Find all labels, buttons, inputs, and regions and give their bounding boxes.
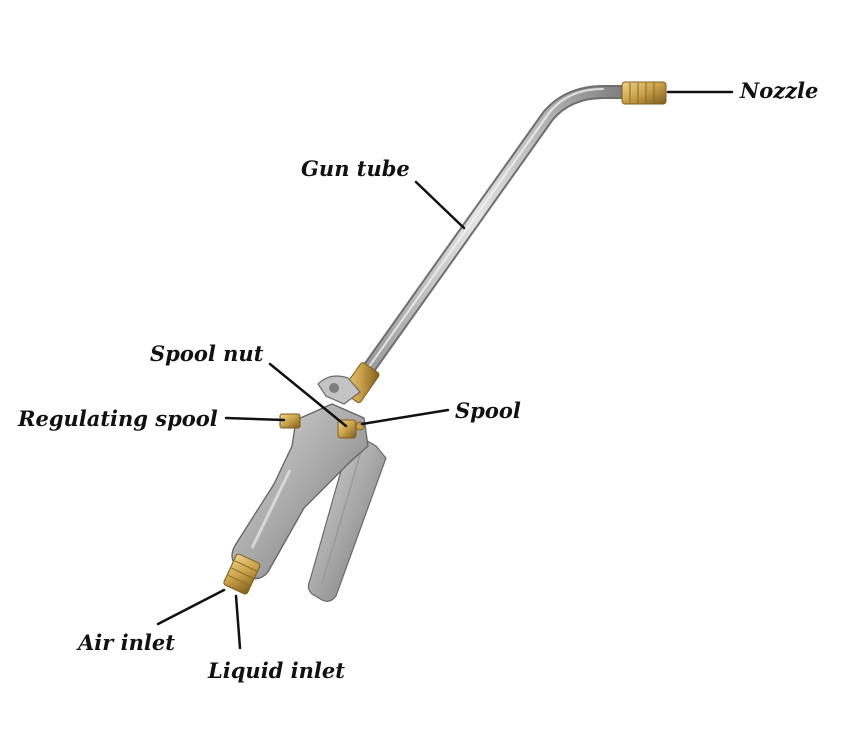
nozzle-part bbox=[621, 81, 667, 105]
leader-spool-nut bbox=[268, 362, 348, 428]
trigger bbox=[307, 431, 387, 602]
label-regulating-spool: Regulating spool bbox=[18, 406, 218, 431]
spool-bracket bbox=[317, 375, 361, 405]
label-liquid-inlet: Liquid inlet bbox=[208, 658, 345, 683]
label-air-inlet: Air inlet bbox=[78, 630, 175, 655]
leader-spool bbox=[360, 408, 450, 426]
inlet-fitting bbox=[223, 553, 261, 595]
leader-regulating-spool bbox=[224, 416, 286, 422]
leader-lines bbox=[156, 90, 734, 650]
gun-tube bbox=[345, 85, 635, 399]
label-spool-nut: Spool nut bbox=[150, 341, 264, 366]
leader-air-inlet bbox=[156, 588, 226, 626]
label-nozzle: Nozzle bbox=[740, 78, 819, 103]
label-gun-tube: Gun tube bbox=[301, 156, 410, 181]
leader-gun-tube bbox=[414, 180, 466, 230]
leader-liquid-inlet bbox=[234, 594, 242, 650]
label-spool: Spool bbox=[455, 398, 521, 423]
